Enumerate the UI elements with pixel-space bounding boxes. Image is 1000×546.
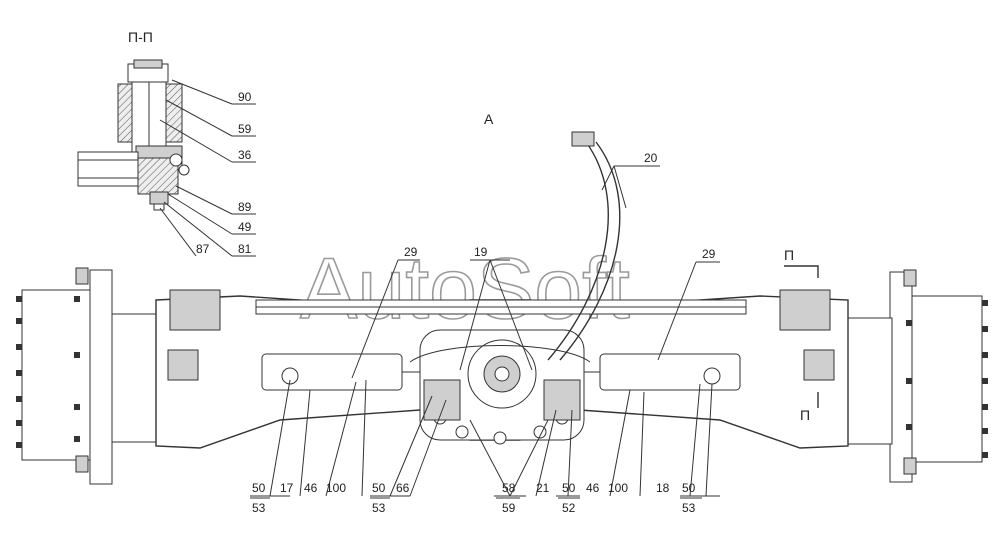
callout-53-a: 53 [252,501,266,515]
callout-19: 19 [474,245,488,259]
section-mark-top: П [784,247,794,263]
section-mark-bottom: П [800,407,810,423]
callout-50-b: 50 [372,481,386,495]
section-title: П-П [128,29,153,45]
callout-52: 52 [562,501,576,515]
callout-100-a: 100 [326,481,346,495]
callout-49: 49 [238,220,252,234]
callout-50-d: 50 [682,481,696,495]
callout-29-right: 29 [702,247,716,261]
callout-50-a: 50 [252,481,266,495]
left-wheel-hub [16,267,157,485]
callout-90: 90 [238,90,252,104]
callout-21: 21 [536,481,550,495]
callout-46-a: 46 [304,481,318,495]
callout-36: 36 [238,148,252,162]
callout-81: 81 [238,242,252,256]
view-label: А [484,111,494,127]
callout-66: 66 [396,481,410,495]
axle-housing [155,131,849,449]
callout-58: 58 [502,481,516,495]
callout-59: 59 [238,122,252,136]
leader-lines [159,79,720,497]
watermark: AutoSoft [300,241,630,337]
callout-89: 89 [238,200,252,214]
callout-100-b: 100 [608,481,628,495]
callout-87: 87 [196,242,210,256]
callout-53-b: 53 [372,501,386,515]
callout-59-b: 59 [502,501,516,515]
callout-46-b: 46 [586,481,600,495]
right-wheel-hub [847,269,988,483]
section-detail: П-П [77,29,190,211]
callout-20: 20 [644,151,658,165]
callout-50-c: 50 [562,481,576,495]
callout-29-left: 29 [404,245,418,259]
callouts: 90 59 36 89 49 81 87 20 29 19 29 50 53 1… [196,90,716,515]
callout-18: 18 [656,481,670,495]
callout-53-c: 53 [682,501,696,515]
callout-17: 17 [280,481,294,495]
